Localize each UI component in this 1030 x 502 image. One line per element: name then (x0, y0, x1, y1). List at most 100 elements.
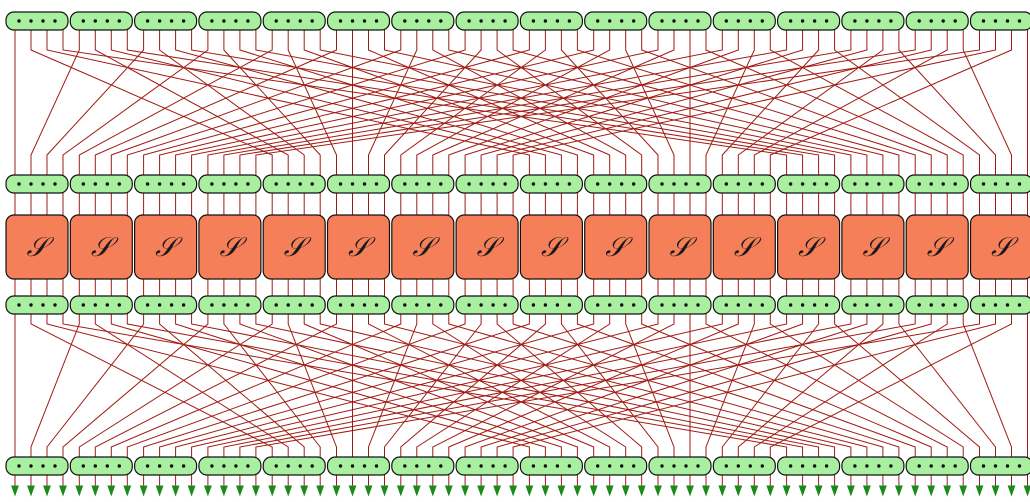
output-arrow-icon (268, 485, 277, 497)
output-arrow-icon (654, 485, 662, 497)
pre-sbox-register-pill (198, 174, 262, 194)
bit-dot (672, 182, 676, 186)
bit-dot (439, 19, 443, 23)
bit-dot (953, 464, 957, 468)
post-sbox-register-pill (262, 295, 326, 315)
bit-dot (17, 182, 21, 186)
input-register-group (262, 11, 326, 31)
sbox-block: 𝒮 (969, 214, 1030, 280)
output-arrow-icon (364, 485, 373, 497)
sbox-rect (262, 214, 326, 280)
perm-top-wire (30, 30, 80, 175)
sbox-rect (391, 214, 455, 280)
pre-sbox-register-group (969, 174, 1030, 194)
output-register-pill (712, 456, 776, 476)
perm-bottom-wire (175, 314, 562, 457)
bit-dot (29, 182, 33, 186)
pre-sbox-register-pill (69, 174, 133, 194)
bit-dot (917, 19, 921, 23)
output-register-pill (391, 456, 455, 476)
bit-dot (274, 303, 278, 307)
output-arrow-icon (91, 485, 100, 497)
bit-dot (748, 303, 752, 307)
perm-bottom-wire (834, 314, 980, 457)
output-arrow-icon (766, 485, 775, 497)
output-arrow-icon (59, 485, 67, 497)
bit-dot (169, 182, 174, 186)
bit-dot (555, 464, 560, 468)
post-sbox-register-group (455, 295, 519, 315)
bit-dot (234, 182, 238, 186)
perm-top-wire (721, 30, 820, 175)
input-register-group (905, 11, 969, 31)
output-register-group (712, 456, 776, 476)
bit-dot (169, 303, 174, 307)
perm-bottom-wire (496, 314, 643, 457)
sbox-rect (584, 214, 648, 280)
perm-bottom-wire (448, 314, 884, 457)
bit-dot (853, 303, 857, 307)
bit-dot (812, 19, 817, 23)
bit-dot (117, 19, 122, 23)
perm-bottom-wire (512, 314, 900, 457)
bit-dot (941, 464, 945, 468)
perm-bottom-wire (30, 314, 80, 457)
input-register-group (69, 11, 133, 31)
perm-bottom-wire (94, 314, 337, 457)
bit-dot (286, 19, 290, 23)
bit-dot (145, 464, 150, 468)
perm-top-wire (303, 30, 595, 175)
perm-bottom-wire (62, 314, 788, 457)
perm-bottom-wire (480, 314, 868, 457)
bit-dot (824, 19, 829, 23)
input-register-pill (326, 11, 391, 31)
post-sbox-register-group (648, 295, 712, 315)
perm-bottom-wire (898, 314, 996, 457)
input-register-row (5, 11, 1030, 31)
perm-top-wire (705, 30, 948, 175)
bit-dot (467, 19, 471, 23)
output-arrow-icon (605, 485, 614, 497)
bit-dot (748, 19, 752, 23)
bit-dot (853, 464, 857, 468)
bit-dot (1005, 303, 1010, 307)
bit-dot (596, 182, 600, 186)
output-arrow-icon (1023, 485, 1030, 497)
bit-dot (117, 464, 122, 468)
perm-top-wire (255, 30, 980, 175)
output-register-group (69, 456, 133, 476)
sbox-rect (5, 214, 69, 280)
bit-dot (81, 19, 86, 23)
perm-top-wire (62, 30, 209, 175)
post-sbox-register-pill (712, 295, 776, 315)
perm-bottom-wire (126, 314, 466, 457)
perm-bottom-wire (239, 314, 578, 457)
output-arrow-icon (477, 485, 486, 497)
output-arrows-row (11, 485, 1030, 497)
perm-bottom-wire (464, 314, 804, 457)
perm-top-wire (769, 30, 1012, 175)
bit-dot (748, 464, 752, 468)
pre-sbox-register-pill (841, 174, 905, 194)
perm-top-wire (384, 30, 868, 175)
perm-top-wire (191, 30, 723, 175)
output-register-group (134, 456, 198, 476)
pre-sbox-register-pill (262, 174, 326, 194)
bit-dot (596, 464, 600, 468)
bit-dot (350, 182, 355, 186)
bit-dot (620, 303, 624, 307)
bit-dot (117, 182, 122, 186)
post-sbox-register-pill (905, 295, 969, 315)
perm-top-wire (432, 30, 675, 175)
bit-dot (17, 19, 21, 23)
bit-dot (800, 464, 805, 468)
perm-top-wire (46, 30, 145, 175)
input-register-pill (391, 11, 455, 31)
bit-dot (415, 303, 419, 307)
perm-top-wire (641, 30, 932, 175)
sbox-block: 𝒮 (5, 214, 69, 280)
perm-bottom-wire (560, 314, 659, 457)
pre-sbox-register-group (69, 174, 133, 194)
perm-top-wire (126, 30, 466, 175)
output-arrow-icon (894, 485, 903, 497)
